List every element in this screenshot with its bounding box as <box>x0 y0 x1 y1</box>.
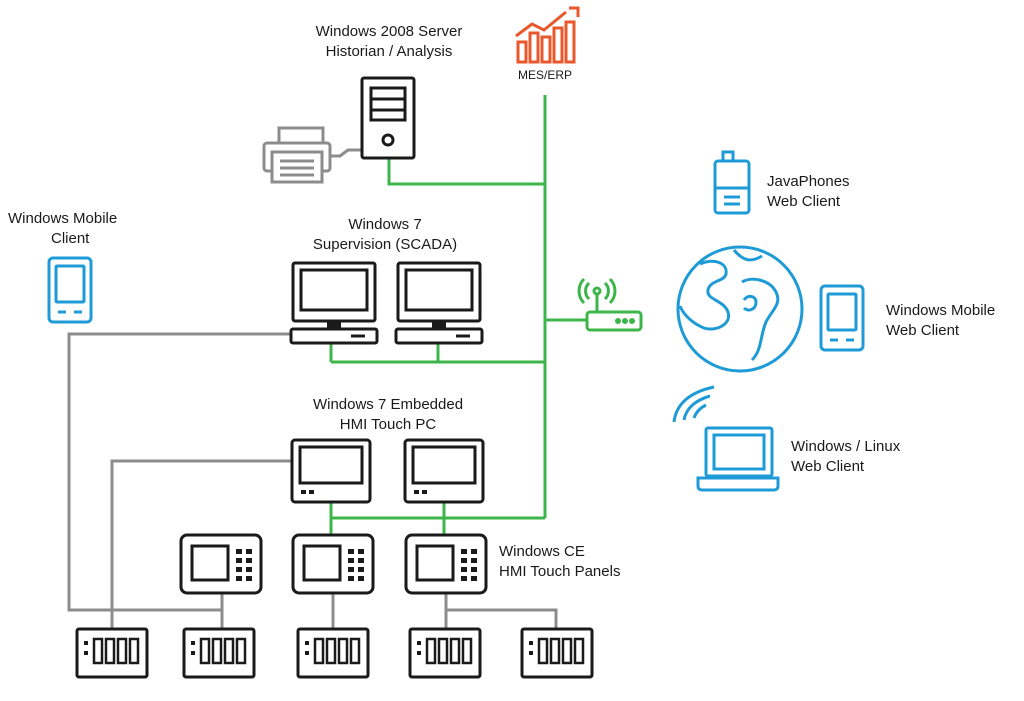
javaphones-label-line1: JavaPhones <box>767 173 850 190</box>
winlinux-label: Windows / Linux Web Client <box>791 437 900 477</box>
server-label: Windows 2008 Server Historian / Analysis <box>316 22 463 62</box>
java-phone-icon <box>713 150 751 215</box>
mobile-device-icon <box>47 256 93 324</box>
scada-desktop-2 <box>394 261 484 345</box>
scada-label-line1: Windows 7 <box>348 216 422 233</box>
server-label-line2: Historian / Analysis <box>325 43 453 60</box>
embedded-label: Windows 7 Embedded HMI Touch PC <box>313 395 463 435</box>
io-module-4 <box>408 627 482 679</box>
winlinux-label-line1: Windows / Linux <box>791 438 901 455</box>
javaphones-label-line2: Web Client <box>767 193 841 210</box>
io-module-3 <box>296 627 370 679</box>
mobile-device-web-icon <box>819 284 865 352</box>
winmobile-web-label: Windows Mobile Web Client <box>886 301 995 341</box>
touch-panel-3 <box>404 533 488 595</box>
javaphones-label: JavaPhones Web Client <box>767 172 850 212</box>
globe-icon <box>676 245 804 373</box>
printer-icon <box>262 126 362 184</box>
touch-panel-1 <box>179 533 263 595</box>
scada-label-line2: Supervision (SCADA) <box>312 236 458 253</box>
winmobile-web-line2: Web Client <box>886 322 960 339</box>
io-module-5 <box>520 627 594 679</box>
touch-pc-1 <box>290 438 372 504</box>
io-module-1 <box>75 627 149 679</box>
gray-network-lines <box>67 332 558 629</box>
winmobile-client-label: Windows Mobile Client <box>8 209 117 249</box>
wince-label-line2: HMI Touch Panels <box>499 563 621 580</box>
io-module-2 <box>182 627 256 679</box>
laptop-wifi-icon <box>672 385 780 492</box>
scada-desktop-1 <box>289 261 379 345</box>
wifi-router-icon <box>577 277 643 332</box>
scada-label: Windows 7 Supervision (SCADA) <box>313 215 457 255</box>
server-label-line1: Windows 2008 Server <box>315 23 463 40</box>
touch-pc-2 <box>403 438 485 504</box>
winmobile-client-line2: Client <box>51 230 90 247</box>
winmobile-client-line1: Windows Mobile <box>8 210 118 227</box>
embedded-label-line1: Windows 7 Embedded <box>312 396 464 413</box>
server-tower-icon <box>360 76 416 160</box>
wince-label: Windows CE HMI Touch Panels <box>499 542 620 582</box>
winlinux-label-line2: Web Client <box>791 458 865 475</box>
winmobile-web-line1: Windows Mobile <box>886 302 996 319</box>
mes-label: MES/ERP <box>517 68 573 82</box>
green-network-lines <box>329 95 587 535</box>
wince-label-line1: Windows CE <box>499 543 585 560</box>
bar-chart-growth-icon <box>515 6 580 64</box>
embedded-label-line2: HMI Touch PC <box>339 416 437 433</box>
touch-panel-2 <box>291 533 375 595</box>
